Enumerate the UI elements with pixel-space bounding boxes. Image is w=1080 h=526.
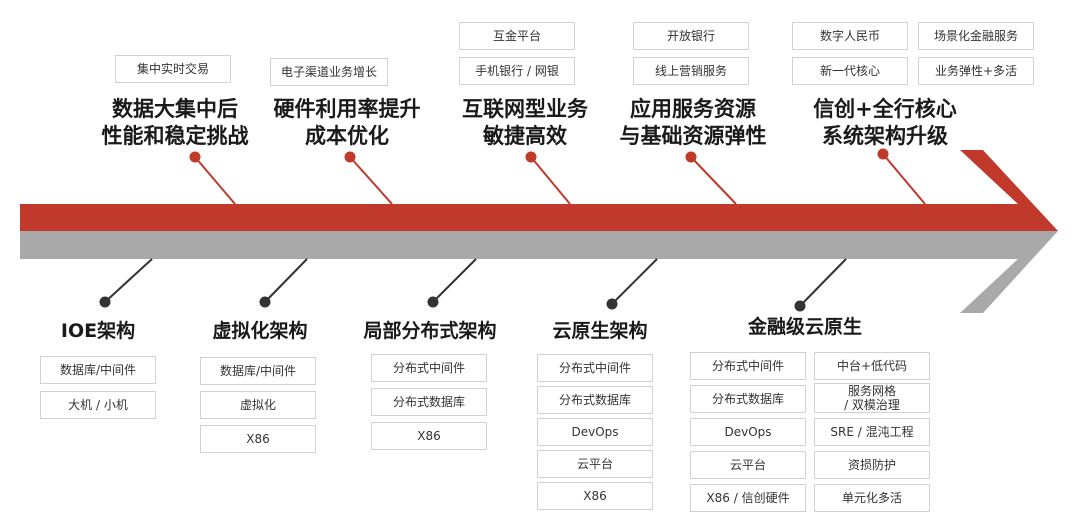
top-stage-5-box-2: 场景化金融服务	[918, 22, 1034, 50]
bottom-connector-line-1	[104, 258, 153, 303]
bottom-connector-dot-2	[259, 296, 271, 308]
bottom-stage-5-box-8: SRE / 混沌工程	[814, 418, 930, 446]
bottom-stage-5-box-9: 资损防护	[814, 451, 930, 479]
top-stage-title-5: 信创+全行核心 系统架构升级	[813, 97, 957, 148]
top-stage-3-box-2: 手机银行 / 网银	[459, 57, 575, 85]
bottom-stage-5-box-1: 分布式中间件	[690, 352, 806, 380]
top-connector-dot-4	[685, 151, 697, 163]
bottom-stage-2-box-2: 虚拟化	[200, 391, 316, 419]
bottom-stage-2-box-1: 数据库/中间件	[200, 357, 316, 385]
top-stage-5-box-3: 新一代核心	[792, 57, 908, 85]
top-connector-dot-2	[344, 151, 356, 163]
bottom-connector-line-5	[799, 258, 847, 307]
top-stage-4-box-1: 开放银行	[633, 22, 749, 50]
bottom-stage-title-2: 虚拟化架构	[212, 320, 308, 342]
top-stage-title-2: 硬件利用率提升 成本优化	[273, 97, 421, 148]
bottom-stage-4-box-5: X86	[537, 482, 653, 510]
bottom-stage-5-box-10: 单元化多活	[814, 484, 930, 512]
bottom-stage-4-box-2: 分布式数据库	[537, 386, 653, 414]
red-arrow-band	[20, 150, 1058, 231]
bottom-stage-title-4: 云原生架构	[552, 320, 648, 342]
bottom-stage-5-box-4: 云平台	[690, 451, 806, 479]
top-connector-dot-1	[189, 151, 201, 163]
bottom-stage-title-1: IOE架构	[60, 320, 136, 342]
top-connector-dot-5	[877, 148, 889, 160]
top-connector-line-1	[194, 156, 236, 205]
top-connector-line-4	[690, 156, 737, 205]
top-stage-5-box-1: 数字人民币	[792, 22, 908, 50]
top-stage-4-box-2: 线上营销服务	[633, 57, 749, 85]
top-stage-title-3: 互联网型业务 敏捷高效	[462, 97, 588, 148]
bottom-connector-dot-4	[606, 298, 618, 310]
bottom-connector-line-4	[611, 258, 658, 305]
top-connector-line-3	[530, 156, 571, 205]
bottom-stage-3-box-1: 分布式中间件	[371, 354, 487, 382]
top-stage-2-box-1: 电子渠道业务增长	[270, 58, 388, 86]
bottom-stage-3-box-3: X86	[371, 422, 487, 450]
top-stage-title-4: 应用服务资源 与基础资源弹性	[619, 97, 767, 148]
bottom-stage-5-box-5: X86 / 信创硬件	[690, 484, 806, 512]
bottom-stage-title-3: 局部分布式架构	[363, 320, 497, 342]
top-stage-5-box-4: 业务弹性+多活	[918, 57, 1034, 85]
top-stage-3-box-1: 互金平台	[459, 22, 575, 50]
top-connector-line-2	[349, 156, 393, 205]
bottom-stage-1-box-1: 数据库/中间件	[40, 356, 156, 384]
top-stage-1-box-1: 集中实时交易	[115, 55, 231, 83]
bottom-connector-dot-3	[427, 296, 439, 308]
bottom-stage-4-box-4: 云平台	[537, 450, 653, 478]
bottom-connector-dot-5	[794, 300, 806, 312]
bottom-stage-3-box-2: 分布式数据库	[371, 388, 487, 416]
top-stage-title-1: 数据大集中后 性能和稳定挑战	[101, 97, 249, 148]
bottom-stage-1-box-2: 大机 / 小机	[40, 391, 156, 419]
bottom-connector-line-3	[432, 258, 477, 303]
bottom-stage-title-5: 金融级云原生	[747, 316, 862, 338]
bottom-stage-2-box-3: X86	[200, 425, 316, 453]
top-connector-dot-3	[525, 151, 537, 163]
bottom-connector-line-2	[264, 258, 308, 303]
bottom-stage-5-box-2: 分布式数据库	[690, 385, 806, 413]
top-connector-line-5	[882, 153, 926, 205]
bottom-stage-5-box-7: 服务网格 / 双模治理	[814, 383, 930, 413]
bottom-stage-5-box-6: 中台+低代码	[814, 352, 930, 380]
bottom-stage-4-box-3: DevOps	[537, 418, 653, 446]
bottom-stage-5-box-3: DevOps	[690, 418, 806, 446]
bottom-stage-4-box-1: 分布式中间件	[537, 354, 653, 382]
connector-layer	[99, 148, 926, 312]
bottom-connector-dot-1	[99, 296, 111, 308]
gray-arrow-band	[20, 231, 1058, 313]
